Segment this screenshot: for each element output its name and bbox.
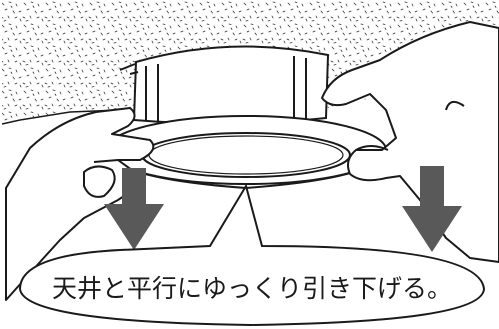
caption-bubble: 天井と平行にゆっくり引き下げる。	[18, 183, 486, 327]
left-hand	[5, 107, 155, 301]
downlight-body	[119, 45, 330, 125]
down-arrow-icon	[104, 168, 164, 250]
caption-text: 天井と平行にゆっくり引き下げる。	[52, 274, 452, 303]
right-arrow	[402, 166, 462, 252]
left-arrow	[104, 168, 164, 250]
down-arrow-icon	[402, 166, 462, 252]
right-hand	[321, 21, 499, 263]
downlight-flange	[105, 115, 387, 190]
